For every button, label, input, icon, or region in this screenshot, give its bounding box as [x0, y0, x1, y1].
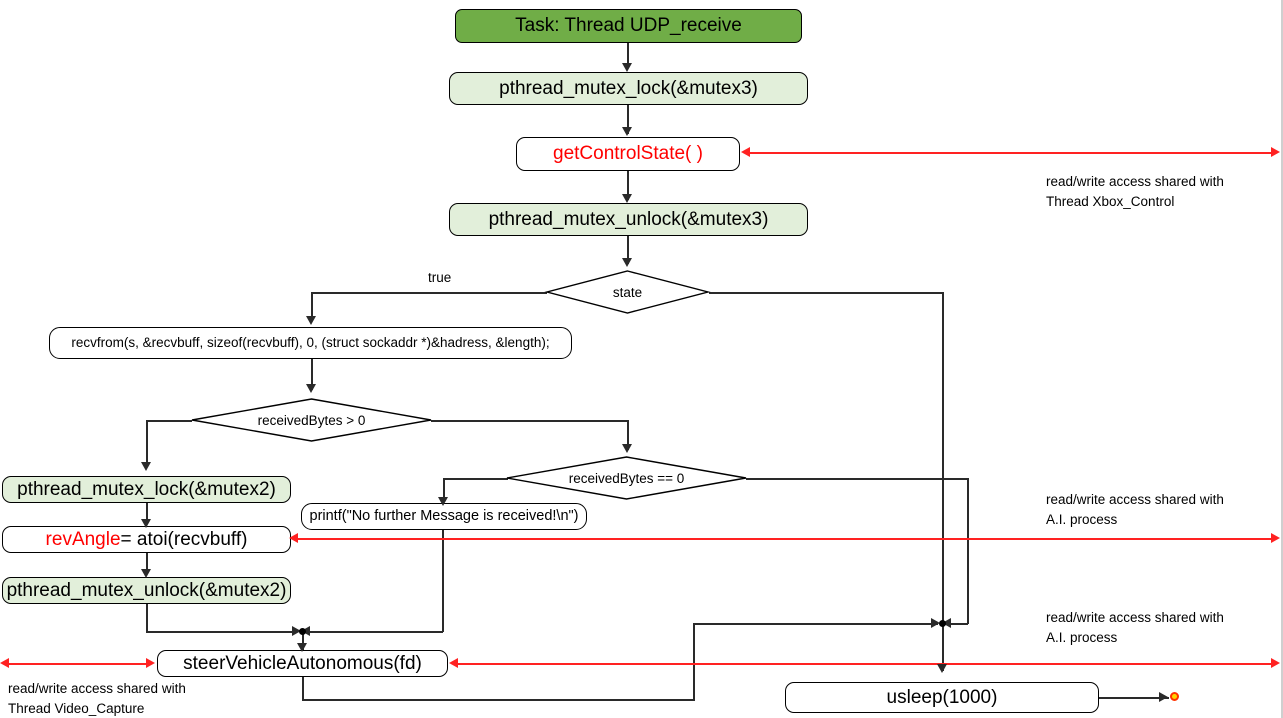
- merge-junction-steer: [299, 628, 306, 635]
- edge-decision1-true-vertical: [146, 420, 148, 466]
- arrowhead-down: [306, 384, 316, 393]
- arrowhead-down: [141, 519, 151, 528]
- edge-decision2-true-horizontal: [443, 478, 508, 480]
- edge-unlock2-down: [146, 604, 148, 632]
- shared-access-line-ai-lower: [458, 663, 1275, 665]
- node-steer-vehicle-autonomous[interactable]: steerVehicleAutonomous(fd): [157, 650, 448, 677]
- edge-usleep-to-end: [1099, 697, 1169, 699]
- edge-state-true-vertical: [311, 292, 313, 320]
- node-pthread-mutex-lock-mutex3[interactable]: pthread_mutex_lock(&mutex3): [449, 72, 808, 105]
- arrowhead-down: [622, 63, 632, 72]
- node-pthread-mutex-lock-mutex2[interactable]: pthread_mutex_lock(&mutex2): [2, 476, 291, 503]
- decision-received-bytes-equals-zero-label: receivedBytes == 0: [568, 470, 685, 486]
- branch-label-state-true: true: [428, 270, 452, 285]
- arrowhead-down: [937, 664, 947, 673]
- arrowhead-right-red: [146, 658, 155, 668]
- arrowhead-left-red: [0, 658, 9, 668]
- arrowhead-down: [438, 497, 448, 506]
- node-pthread-mutex-unlock-mutex3[interactable]: pthread_mutex_unlock(&mutex3): [449, 203, 808, 236]
- decision-received-bytes-greater-zero[interactable]: receivedBytes > 0: [191, 398, 432, 442]
- annotation-xbox-control: read/write access shared with Thread Xbo…: [1046, 174, 1224, 209]
- arrowhead-down: [141, 569, 151, 578]
- arrowhead-right-red: [1271, 533, 1280, 543]
- arrowhead-down: [141, 462, 151, 471]
- arrowhead-down: [297, 643, 307, 652]
- rev-angle-variable: revAngle: [45, 528, 121, 550]
- edge-state-false-vertical: [942, 292, 944, 624]
- edge-steer-loop-up: [693, 623, 695, 701]
- end-dot: [1170, 692, 1179, 701]
- edge-decision1-false-vertical: [627, 420, 629, 450]
- edge-printf-to-merge: [310, 631, 443, 633]
- edge-printf-down: [442, 529, 444, 632]
- node-recvfrom[interactable]: recvfrom(s, &recvbuff, sizeof(recvbuff),…: [49, 327, 572, 359]
- edge-decision2-true-vertical: [443, 478, 445, 502]
- arrowhead-left-red: [289, 533, 298, 543]
- edge-lock3-to-getcontrolstate: [627, 104, 629, 134]
- rev-angle-expression: = atoi(recvbuff): [120, 528, 248, 550]
- edge-decision2-false-horizontal: [746, 478, 969, 480]
- arrowhead-right: [292, 626, 301, 636]
- edge-steer-loop-to-usleep-merge: [693, 623, 938, 625]
- edge-decision1-true-horizontal: [146, 420, 192, 422]
- arrowhead-right: [931, 618, 940, 628]
- edge-steer-loop-down: [302, 676, 304, 701]
- arrowhead-down: [622, 258, 632, 267]
- decision-received-bytes-greater-zero-label: receivedBytes > 0: [257, 412, 366, 428]
- edge-state-false-horizontal: [709, 292, 944, 294]
- annotation-video-capture: read/write access shared with Thread Vid…: [8, 681, 186, 716]
- shared-access-line-ai-upper: [298, 538, 1275, 540]
- arrowhead-down: [622, 127, 632, 136]
- node-usleep[interactable]: usleep(1000): [785, 682, 1099, 713]
- arrowhead-right: [1159, 692, 1168, 702]
- edge-state-true-horizontal: [311, 292, 547, 294]
- shared-access-line-video: [9, 663, 149, 665]
- edge-unlock2-to-merge: [146, 631, 296, 633]
- arrowhead-left: [942, 618, 951, 628]
- node-printf-no-further-message[interactable]: printf("No further Message is received!\…: [301, 503, 587, 530]
- shared-access-line-xbox: [750, 152, 1275, 154]
- arrowhead-down: [622, 194, 632, 203]
- arrowhead-right-red: [1271, 147, 1280, 157]
- edge-merge-to-steer: [302, 632, 304, 650]
- edge-unlock3-to-state: [627, 232, 629, 264]
- node-get-control-state-label: getControlState( ): [553, 143, 703, 165]
- edge-decision2-false-to-merge: [950, 623, 968, 625]
- decision-state[interactable]: state: [544, 270, 711, 314]
- decision-received-bytes-equals-zero[interactable]: receivedBytes == 0: [506, 456, 747, 500]
- node-pthread-mutex-unlock-mutex2[interactable]: pthread_mutex_unlock(&mutex2): [2, 577, 291, 604]
- arrowhead-left-red: [741, 147, 750, 157]
- annotation-ai-process-upper: read/write access shared with A.I. proce…: [1046, 492, 1224, 527]
- edge-decision1-false-horizontal: [431, 420, 628, 422]
- edge-recvfrom-to-decision1: [311, 358, 313, 390]
- edge-merge-to-usleep: [942, 623, 944, 671]
- arrowhead-down: [622, 444, 632, 453]
- node-task-start[interactable]: Task: Thread UDP_receive: [455, 9, 802, 43]
- edge-start-to-lock3: [627, 42, 629, 68]
- edge-lock2-to-revangle: [146, 502, 148, 524]
- edge-decision2-false-vertical: [967, 478, 969, 624]
- node-get-control-state[interactable]: getControlState( ): [516, 137, 740, 171]
- decision-state-label: state: [612, 284, 643, 300]
- arrowhead-left-red: [449, 658, 458, 668]
- merge-junction-usleep: [939, 620, 946, 627]
- arrowhead-right-red: [1271, 658, 1280, 668]
- edge-steer-loop-right: [302, 699, 695, 701]
- node-rev-angle-assign[interactable]: revAngle = atoi(recvbuff): [2, 526, 291, 553]
- arrowhead-down: [306, 316, 316, 325]
- annotation-ai-process-lower: read/write access shared with A.I. proce…: [1046, 610, 1224, 645]
- edge-revangle-to-unlock2: [146, 552, 148, 574]
- edge-getcontrolstate-to-unlock3: [627, 170, 629, 200]
